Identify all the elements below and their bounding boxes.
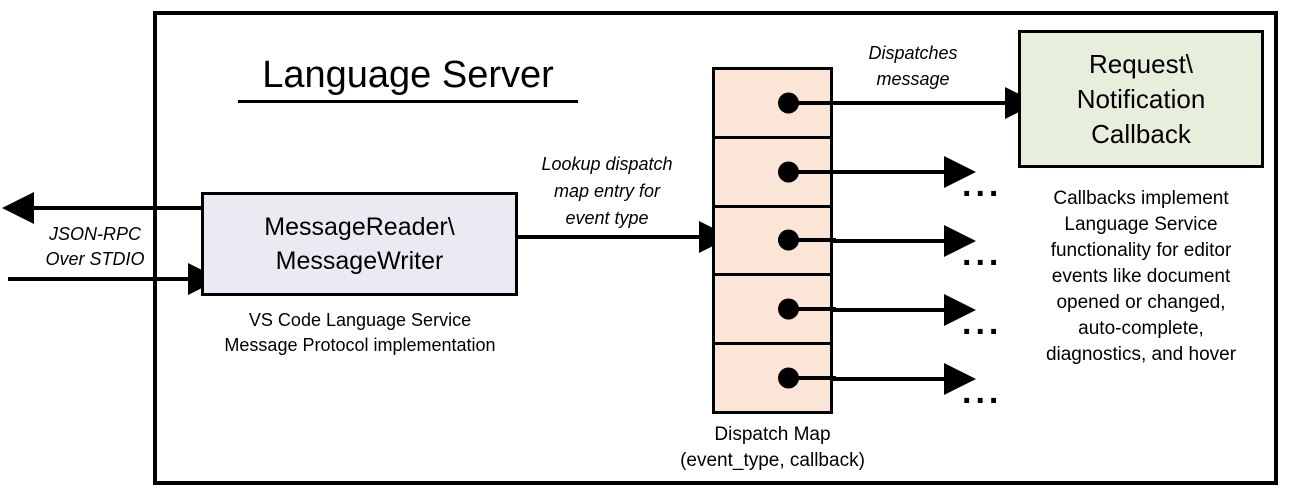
ellipsis-row-5: ...	[962, 373, 1003, 411]
pointer-stub-line	[793, 238, 836, 243]
ellipsis-row-2: ...	[962, 166, 1003, 204]
jsonrpc-transport-label: JSON-RPC Over STDIO	[45, 224, 145, 269]
page-title: Language Server	[238, 52, 578, 103]
callback-pointer-dot	[778, 161, 799, 183]
language-server-container	[153, 11, 1278, 485]
dispatch-map-table[interactable]	[712, 67, 836, 414]
pointer-stub-line	[793, 307, 836, 312]
callback-pointer-dot	[778, 229, 799, 251]
pointer-stub-line	[793, 100, 836, 105]
callback-pointer-dot	[778, 367, 799, 389]
table-row[interactable]	[715, 345, 836, 411]
callback-pointer-dot	[778, 92, 799, 114]
message-reader-writer-box[interactable]: MessageReader\ MessageWriter	[201, 192, 518, 296]
ellipsis-row-4: ...	[962, 304, 1003, 342]
message-reader-writer-caption: VS Code Language Service Message Protoco…	[224, 310, 496, 355]
lookup-dispatch-label: Lookup dispatch map entry for event type	[541, 154, 673, 228]
request-notification-callback-box[interactable]: Request\ Notification Callback	[1018, 30, 1264, 168]
table-row[interactable]	[715, 70, 836, 139]
table-row[interactable]	[715, 276, 836, 346]
callback-pointer-dot	[778, 298, 799, 320]
pointer-stub-line	[793, 376, 836, 381]
pointer-stub-line	[793, 169, 836, 174]
ellipsis-row-3: ...	[962, 235, 1003, 273]
callback-caption: Callbacks implement Language Service fun…	[1045, 188, 1237, 365]
message-reader-writer-label: MessageReader\ MessageWriter	[264, 213, 455, 275]
table-row[interactable]	[715, 139, 836, 208]
request-notification-callback-label: Request\ Notification Callback	[1076, 48, 1206, 149]
dispatches-message-label: Dispatches message	[868, 43, 958, 89]
table-row[interactable]	[715, 208, 836, 277]
dispatch-map-caption: Dispatch Map (event_type, callback)	[680, 424, 865, 471]
